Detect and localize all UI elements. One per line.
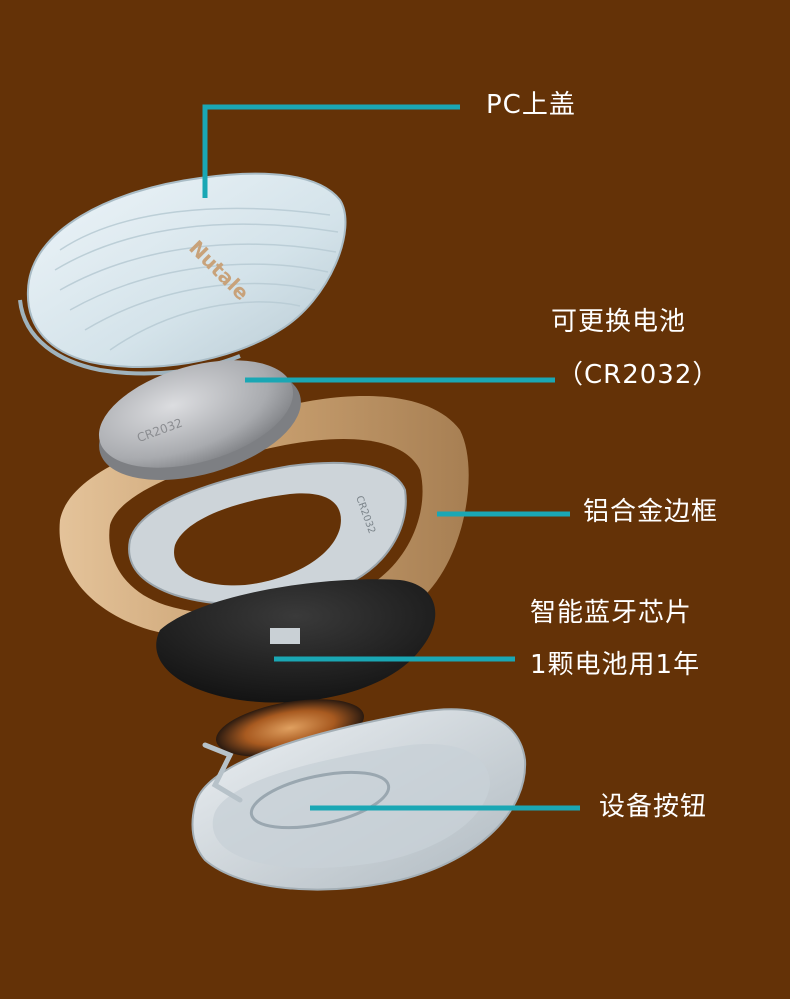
label-chip-battery-life: 1颗电池用1年 xyxy=(530,650,701,680)
device-button xyxy=(249,770,391,830)
button-base-part xyxy=(191,708,527,891)
label-frame: 铝合金边框 xyxy=(583,497,719,527)
leader-line-pc-cover xyxy=(202,104,460,198)
label-battery-title: 可更换电池 xyxy=(551,307,687,337)
bluetooth-chip-part xyxy=(156,579,436,703)
label-pc-cover: PC上盖 xyxy=(486,90,576,120)
label-button: 设备按钮 xyxy=(599,792,708,822)
button-spring xyxy=(202,742,243,803)
pc-cover-part: Nutale xyxy=(18,172,347,376)
leader-lines xyxy=(202,104,580,811)
chip-clip xyxy=(270,628,300,644)
coin-battery-part: CR2032 xyxy=(98,360,301,480)
label-chip-title: 智能蓝牙芯片 xyxy=(530,598,693,628)
label-battery-model: （CR2032） xyxy=(557,360,720,390)
